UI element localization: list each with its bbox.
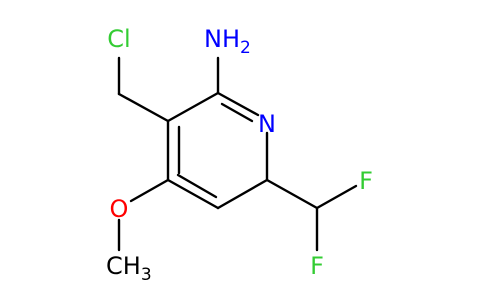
atom-ring-nitrogen: N [258,110,276,138]
bonds [117,56,358,252]
bond-c2-n1-inner [220,102,254,123]
atom-amine-label: NH [204,25,240,53]
bond-cf2-f-top [315,184,358,210]
bond-c6-c5 [216,178,269,210]
atom-amine-subscript: 2 [240,38,251,58]
bond-c5-c4 [166,178,220,210]
atom-labels: Cl NH2 N O CH3 F F [106,25,373,285]
atom-fluorine-top: F [359,167,373,195]
bond-c4-o [129,178,170,203]
bond-c3-c2 [166,91,220,123]
atom-ether-oxygen: O [110,195,129,223]
atom-amine: NH2 [204,25,251,58]
atom-methyl-label: CH [106,252,141,280]
atom-fluorine-bottom: F [310,252,324,280]
atom-methyl-subscript: 3 [141,265,152,285]
bond-ch2-c3 [117,92,170,123]
bond-c6-cf2 [265,178,319,210]
atom-methyl: CH3 [106,252,152,285]
atom-chlorine: Cl [107,25,130,53]
bond-c5-c4-inner [176,173,218,199]
bond-c2-n1 [216,91,260,117]
